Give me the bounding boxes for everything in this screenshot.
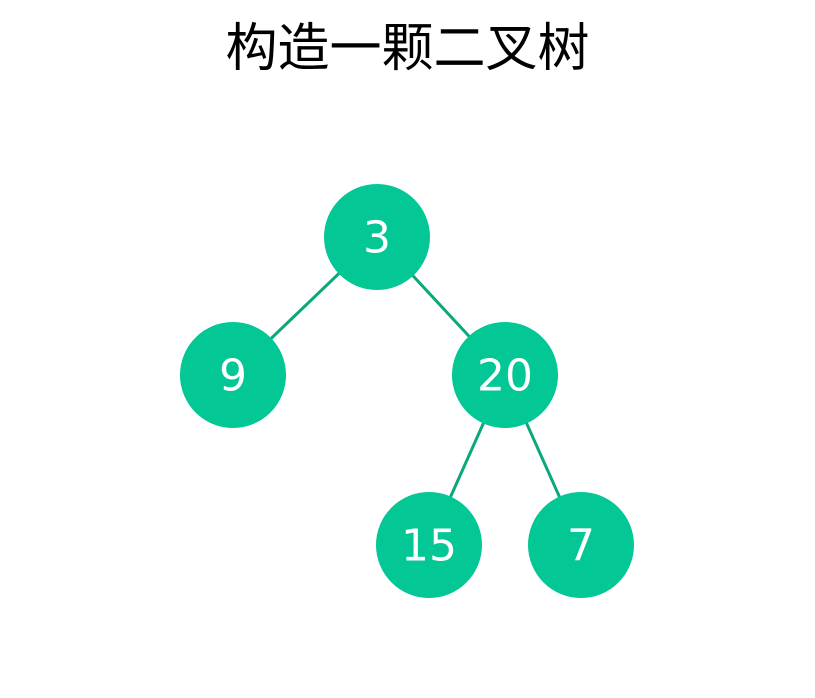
node-layer: 3 9 20 15 7	[180, 184, 634, 598]
node-circle[interactable]	[324, 184, 430, 290]
tree-node-root[interactable]: 3	[324, 184, 430, 290]
node-circle[interactable]	[528, 492, 634, 598]
node-label: 3	[363, 213, 391, 264]
node-label: 7	[567, 521, 595, 572]
tree-node-right[interactable]: 20	[452, 322, 558, 428]
node-circle[interactable]	[452, 322, 558, 428]
node-label: 9	[219, 351, 247, 402]
page-title: 构造一颗二叉树	[225, 19, 590, 79]
node-label: 20	[477, 351, 533, 402]
node-circle[interactable]	[180, 322, 286, 428]
tree-node-right-right[interactable]: 7	[528, 492, 634, 598]
node-label: 15	[401, 521, 457, 572]
tree-node-left[interactable]: 9	[180, 322, 286, 428]
tree-node-right-left[interactable]: 15	[376, 492, 482, 598]
node-circle[interactable]	[376, 492, 482, 598]
